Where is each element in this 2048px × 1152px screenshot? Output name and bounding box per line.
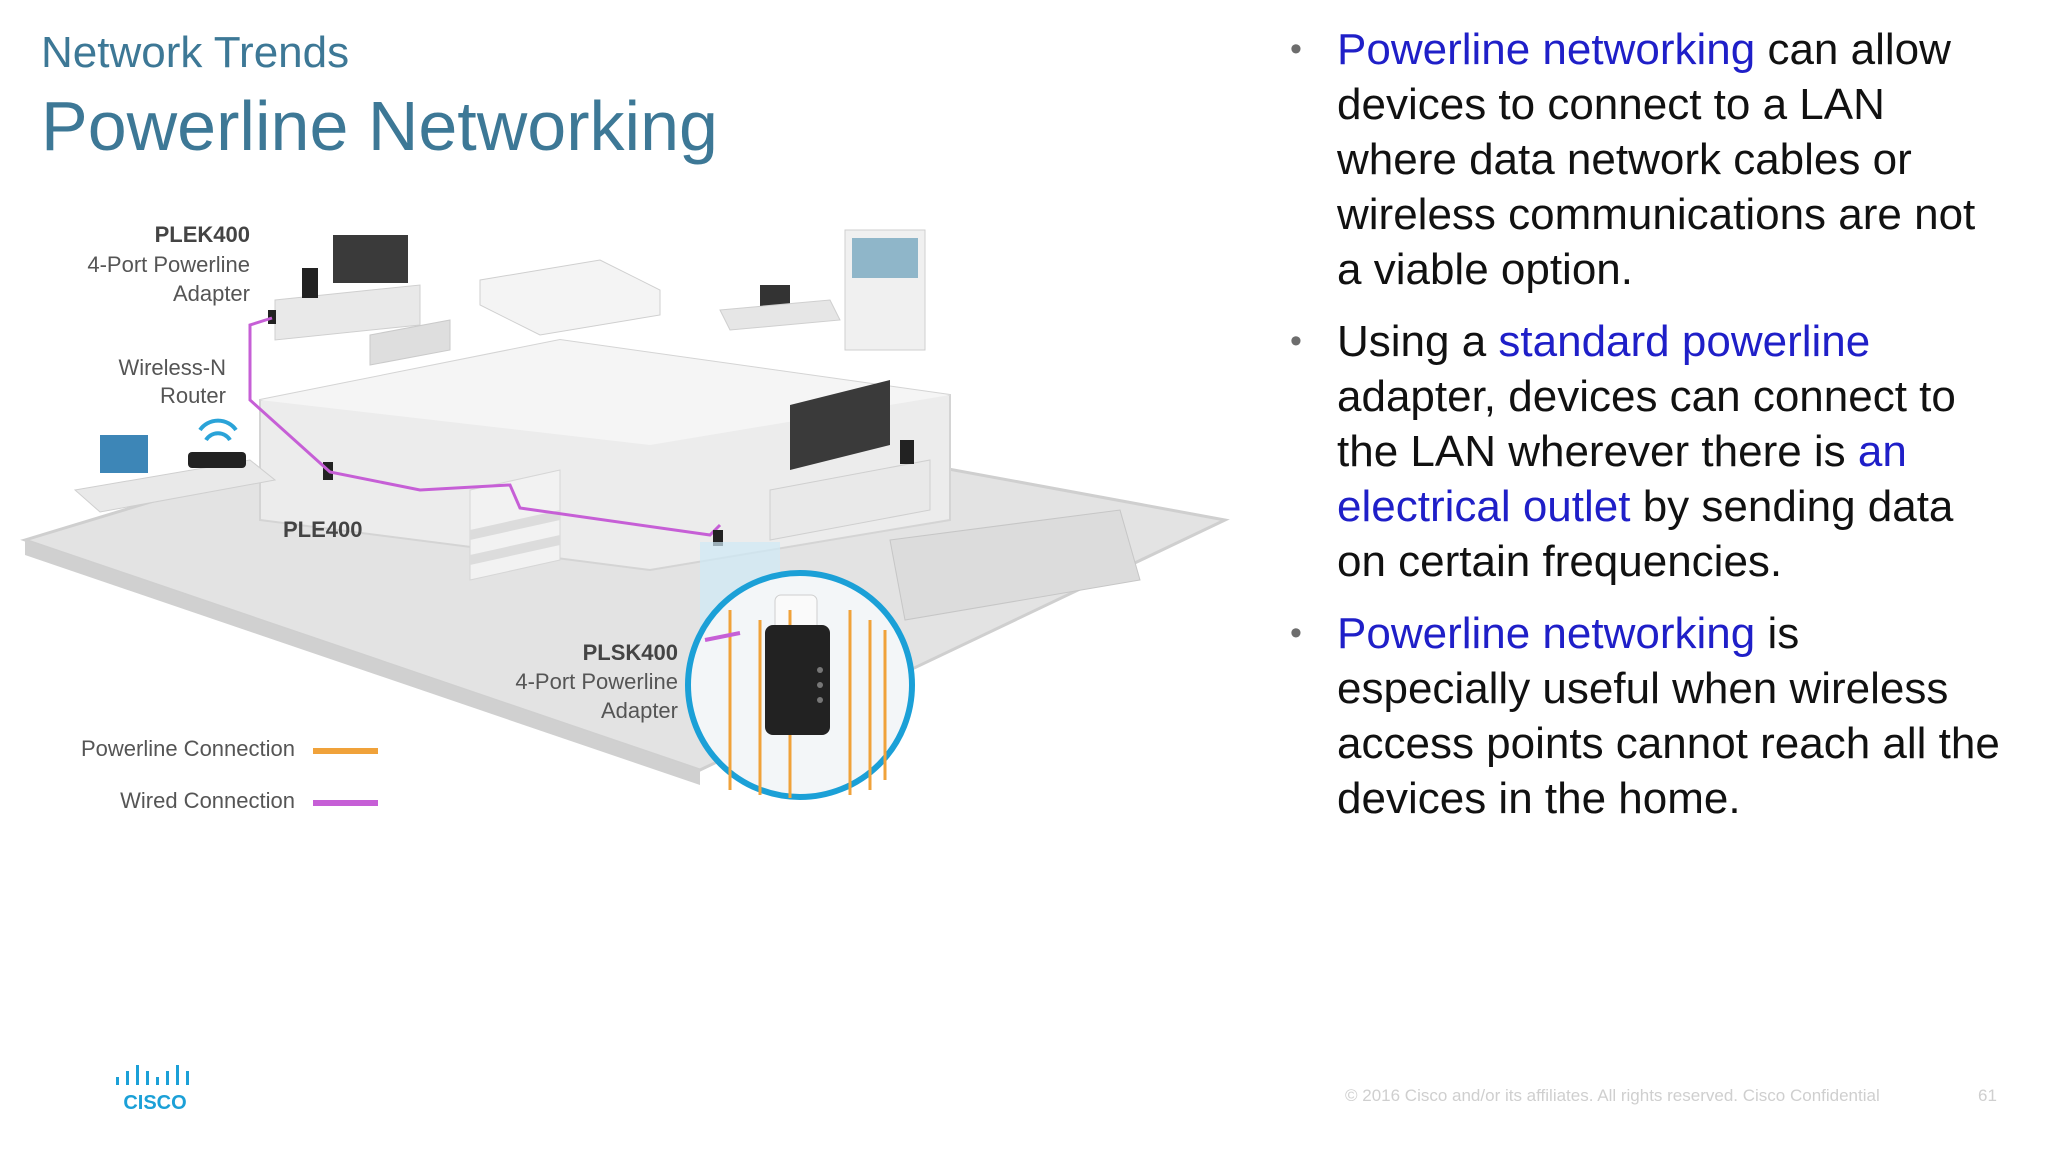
cisco-logo: CISCO [116, 1065, 189, 1114]
bullet-dot-icon: • [1290, 322, 1302, 360]
legend-powerline-label: Powerline Connection [81, 736, 295, 761]
plek400-desc2: Adapter [173, 281, 250, 306]
bullet-item: • Powerline networking can allow devices … [1282, 22, 2002, 297]
section-subtitle: Network Trends [41, 28, 350, 77]
page-number: 61 [1978, 1086, 1997, 1105]
plsk400-name: PLSK400 [583, 640, 678, 665]
bullet-highlight: an electrical outlet [1337, 427, 1907, 531]
bullet-list: • Powerline networking can allow devices … [1282, 22, 2002, 843]
ple400-name: PLE400 [283, 517, 363, 542]
bullet-text: can allow devices to connect to a LAN wh… [1337, 25, 1976, 294]
bullet-item: • Using a standard powerline adapter, dev… [1282, 314, 2002, 589]
bullet-highlight: Powerline networking [1337, 25, 1756, 74]
bullet-text: adapter, devices can connect to the LAN … [1337, 372, 1956, 476]
plsk400-desc1: 4-Port Powerline [515, 669, 678, 694]
cisco-logo-text: CISCO [123, 1092, 186, 1114]
router-label-1: Wireless-N [118, 355, 226, 380]
bullet-text: by sending data on certain frequencies. [1337, 482, 1954, 586]
plek400-desc1: 4-Port Powerline [87, 252, 250, 277]
router-label-2: Router [160, 383, 226, 408]
copyright-footer: © 2016 Cisco and/or its affiliates. All … [1345, 1086, 1880, 1105]
plsk400-desc2: Adapter [601, 698, 678, 723]
legend-wired-label: Wired Connection [120, 788, 295, 813]
bullet-dot-icon: • [1290, 30, 1302, 68]
bullet-item: • Powerline networking is especially usef… [1282, 606, 2002, 826]
bullet-text: is especially useful when wireless acces… [1337, 609, 2000, 823]
powerline-network-diagram: PLEK400 4-Port Powerline Adapter Wireles… [20, 222, 1230, 813]
bullet-dot-icon: • [1290, 614, 1302, 652]
bullet-highlight: Powerline networking [1337, 609, 1756, 658]
plek400-name: PLEK400 [155, 222, 250, 247]
bullet-highlight: standard powerline [1498, 317, 1871, 366]
slide-title: Powerline Networking [41, 87, 718, 165]
bullet-text: Using a [1337, 317, 1499, 366]
